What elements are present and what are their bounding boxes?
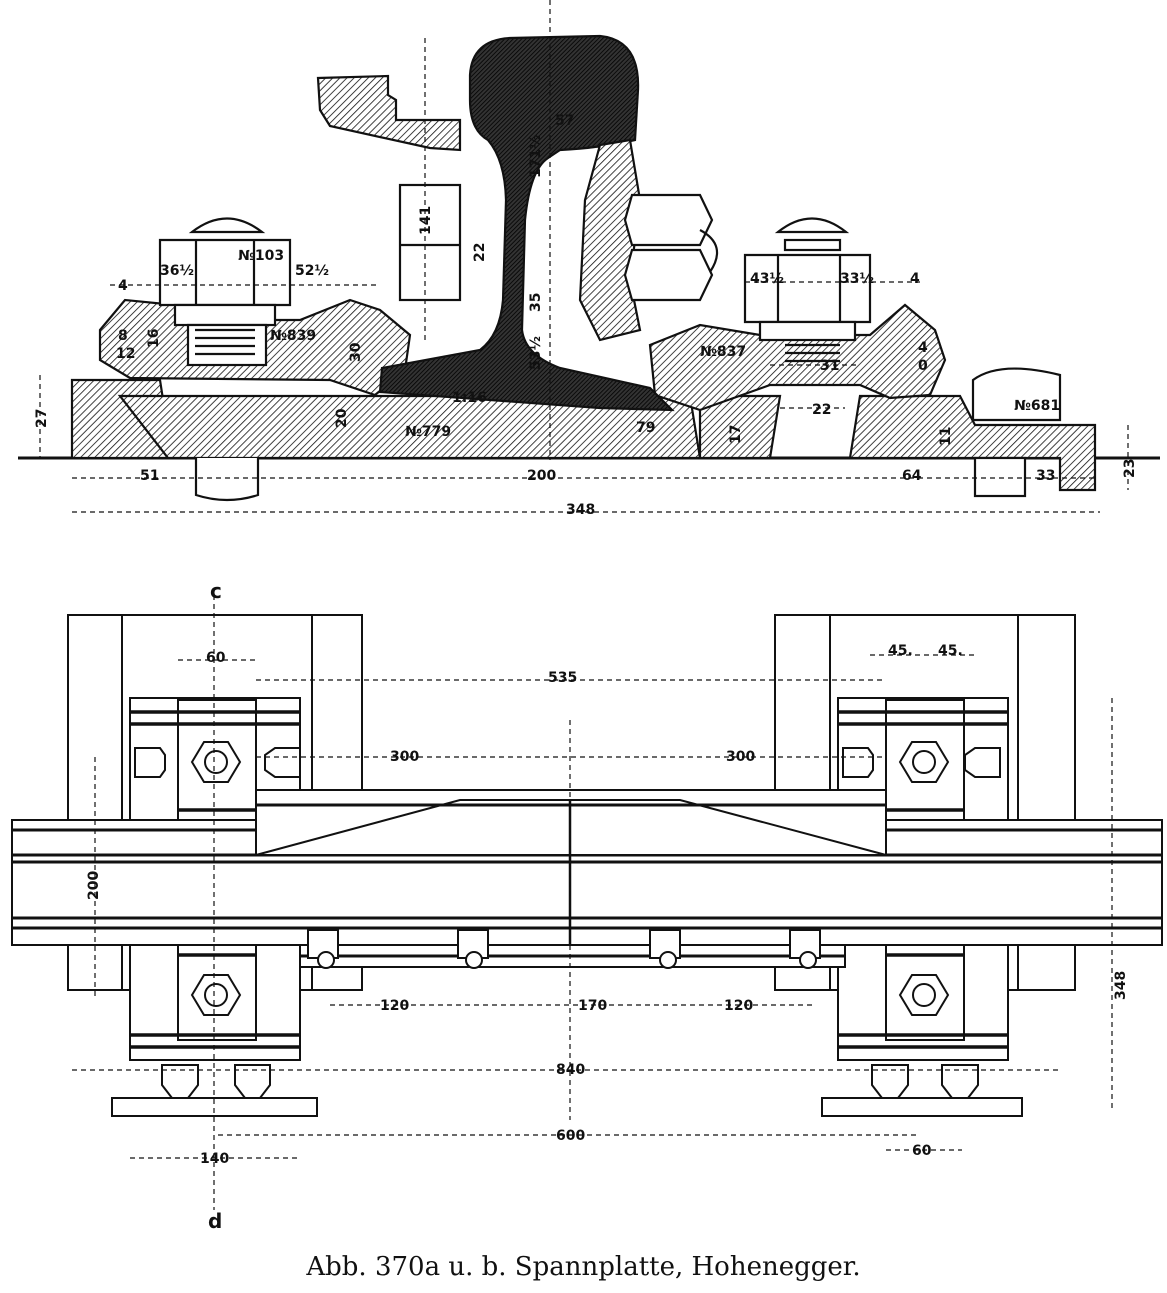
dim-170: 170 <box>578 998 607 1014</box>
dim-nut-right-b: 33½ <box>840 271 874 287</box>
dim-small-b: 11 <box>938 427 954 446</box>
dim-bolt-w: 31 <box>820 358 839 374</box>
label-clamp-left: №839 <box>270 328 316 344</box>
label-end-block: №681 <box>1014 398 1060 414</box>
figure-caption: Abb. 370a u. b. Spannplatte, Hohenegger. <box>306 1252 861 1282</box>
section-dimension-lines <box>39 0 1129 513</box>
dim-clamp-a: 8 <box>118 328 128 344</box>
dim-span-left: 51 <box>140 468 159 484</box>
label-clamp-right: №837 <box>700 344 746 360</box>
section-labels: №103 №839 №837 №779 №681 57 171½ 141 22 … <box>34 113 1138 518</box>
dim-nut-left-b: 52½ <box>295 263 329 279</box>
dim-gap-right: 4 <box>910 271 920 287</box>
hook <box>316 74 462 152</box>
nut-left <box>158 238 292 307</box>
rail <box>378 34 675 412</box>
dim-60-bottom: 60 <box>912 1143 932 1159</box>
dim-rail-head: 57 <box>555 113 574 129</box>
dim-overall: 348 <box>566 502 595 518</box>
section-mark-c: c <box>210 579 222 603</box>
end-block <box>971 367 1062 422</box>
nut-right <box>743 253 872 324</box>
dim-120-left: 120 <box>380 998 409 1014</box>
dim-300-left: 300 <box>390 749 419 765</box>
dim-clamp-b: 12 <box>116 346 135 362</box>
dim-length-79: 79 <box>636 420 655 436</box>
dim-nut-right-a: 43½ <box>750 271 784 287</box>
plan-dimension-lines <box>72 595 1113 1210</box>
label-bolt-left: №103 <box>238 248 284 264</box>
dim-120-right: 120 <box>724 998 753 1014</box>
dim-nut-left-a: 36½ <box>160 263 194 279</box>
dim-right-frac-bot: 0 <box>918 358 928 374</box>
dim-45-a: 45. <box>888 643 913 659</box>
dim-end-w: 33 <box>1036 468 1055 484</box>
dim-840: 840 <box>556 1062 585 1078</box>
dim-small-h: 17 <box>728 425 744 444</box>
dim-140: 140 <box>200 1151 229 1167</box>
dim-200: 200 <box>86 871 102 900</box>
dim-right-frac-top: 4 <box>918 340 928 356</box>
dim-span-right: 64 <box>902 468 922 484</box>
plan-view <box>11 614 1163 1117</box>
dim-total-h: 27 <box>34 409 50 428</box>
dim-600: 600 <box>556 1128 585 1144</box>
dim-foot: 53½ <box>528 336 544 370</box>
dim-535: 535 <box>548 670 577 686</box>
bolt-right-head <box>774 217 850 234</box>
dim-bolt-spacing: 22 <box>472 243 488 262</box>
label-base-plate: №779 <box>405 424 451 440</box>
dim-clamp-c: 16 <box>146 329 162 348</box>
dim-foot-ratio: 1:16 <box>452 390 487 406</box>
bolt-left-head <box>188 217 266 234</box>
dim-clamp-h: 30 <box>348 342 364 362</box>
dim-gap-left: 4 <box>118 278 128 294</box>
dim-45-b: 45. <box>938 643 963 659</box>
dim-web-height: 171½ <box>528 134 544 178</box>
dim-300-right: 300 <box>726 749 755 765</box>
dim-plate-h: 20 <box>334 408 350 428</box>
dim-348: 348 <box>1113 971 1129 1000</box>
dim-60-top: 60 <box>206 650 226 666</box>
dim-fish-bolt: 141 <box>418 206 434 235</box>
section-mark-d: d <box>208 1209 222 1233</box>
dim-span-center: 200 <box>527 468 556 484</box>
dim-hole: 22 <box>812 402 831 418</box>
dim-end-h: 23 <box>1122 459 1138 478</box>
plan-labels: c d 60 535 45. 45. 300 300 200 348 120 1… <box>86 579 1129 1233</box>
cross-section <box>18 34 1160 502</box>
dim-web-thick: 35 <box>528 293 544 312</box>
